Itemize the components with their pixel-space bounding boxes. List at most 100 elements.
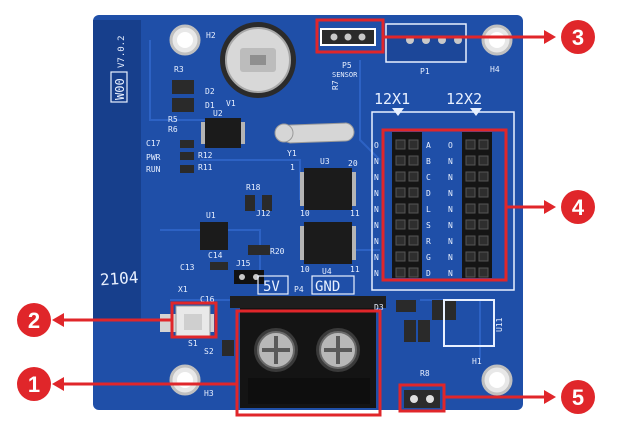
pin-letter-12x1-2: C bbox=[426, 173, 431, 182]
r12-label: R12 bbox=[198, 151, 213, 160]
conn-12x2-label: 12X2 bbox=[446, 90, 482, 108]
callout-arrow-2 bbox=[52, 313, 172, 327]
label-5v-box bbox=[257, 275, 289, 295]
version-label: V7.0.2 bbox=[117, 35, 127, 68]
model-label: W00 bbox=[113, 78, 127, 100]
header-pin bbox=[478, 267, 489, 278]
antenna-strip bbox=[93, 20, 141, 320]
header-pin bbox=[395, 267, 406, 278]
connector-p1 bbox=[385, 23, 467, 63]
header-pin bbox=[395, 251, 406, 262]
header-pin bbox=[395, 203, 406, 214]
r11-label: R11 bbox=[198, 163, 213, 172]
header-pin bbox=[395, 219, 406, 230]
crystal-end bbox=[274, 123, 294, 143]
pin-side-12x1-0: O bbox=[374, 141, 379, 150]
header-pin bbox=[408, 139, 419, 150]
mount-hole-h3-inner bbox=[177, 372, 193, 388]
callout-arrow-5 bbox=[444, 390, 556, 404]
callout-number-5: 5 bbox=[572, 385, 584, 410]
r7-label: R7 bbox=[331, 80, 340, 90]
header-pin bbox=[478, 203, 489, 214]
u3-label: U3 bbox=[320, 157, 330, 166]
pin-letter-12x1-4: L bbox=[426, 205, 431, 214]
header-pin bbox=[395, 155, 406, 166]
u11-label: U11 bbox=[495, 317, 504, 332]
battery-holder bbox=[220, 22, 296, 98]
callout-arrow-1 bbox=[52, 377, 237, 391]
arrow-12x1-icon bbox=[392, 108, 404, 116]
pin-side-12x1-8: N bbox=[374, 269, 379, 278]
u2-label: U2 bbox=[213, 109, 223, 118]
header-pin bbox=[408, 203, 419, 214]
pin-letter-12x2-7: N bbox=[448, 253, 453, 262]
v1-label: V1 bbox=[226, 99, 236, 108]
header-pin bbox=[465, 235, 476, 246]
callout-box-1 bbox=[235, 309, 382, 417]
integrated-circuits bbox=[200, 118, 356, 264]
c14-label: C14 bbox=[208, 251, 223, 260]
terminal-screws bbox=[254, 328, 360, 372]
r20-label: R20 bbox=[270, 247, 285, 256]
header-pin bbox=[478, 139, 489, 150]
header-pin bbox=[408, 219, 419, 230]
pin-letter-12x1-5: S bbox=[426, 221, 431, 230]
callout-badge-3: 3 bbox=[561, 20, 595, 54]
header-pin bbox=[395, 187, 406, 198]
header-pin bbox=[408, 267, 419, 278]
r18-label: R18 bbox=[246, 183, 261, 192]
pin-letter-12x1-0: A bbox=[426, 141, 431, 150]
hub-outline bbox=[371, 111, 515, 291]
callout-badge-4: 4 bbox=[561, 190, 595, 224]
pin-letter-12x1-8: D bbox=[426, 269, 431, 278]
header-pin bbox=[408, 155, 419, 166]
header-pin bbox=[408, 235, 419, 246]
u4-pin11-label: 11 bbox=[350, 265, 360, 274]
sensor-header-p5 bbox=[320, 28, 376, 46]
callout-badge-5: 5 bbox=[561, 380, 595, 414]
h3-label: H3 bbox=[204, 389, 214, 398]
callout-arrows bbox=[52, 30, 556, 404]
callout-badge-2: 2 bbox=[17, 303, 51, 337]
pin-letter-12x1-3: D bbox=[426, 189, 431, 198]
callout-badge-1: 1 bbox=[17, 367, 51, 401]
smd-components bbox=[172, 80, 456, 356]
terminal-top bbox=[230, 296, 386, 308]
header-pin bbox=[478, 155, 489, 166]
u1-label: U1 bbox=[206, 211, 216, 220]
c13-label: C13 bbox=[180, 263, 195, 272]
header-pin bbox=[478, 171, 489, 182]
ic-u4 bbox=[304, 222, 352, 264]
pin-side-12x1-1: N bbox=[374, 157, 379, 166]
sensor-label: SENSOR bbox=[332, 71, 358, 79]
crystal-y1 bbox=[274, 122, 355, 144]
header-pins bbox=[395, 139, 489, 278]
pin-side-12x1-7: N bbox=[374, 253, 379, 262]
p1-label: P1 bbox=[420, 67, 430, 76]
u3-pin10-label: 10 bbox=[300, 209, 310, 218]
header-r8 bbox=[404, 390, 440, 408]
pin-letter-12x2-4: N bbox=[448, 205, 453, 214]
header-pin bbox=[465, 219, 476, 230]
pin-letter-12x2-5: N bbox=[448, 221, 453, 230]
header-j15 bbox=[234, 270, 264, 284]
callout-number-4: 4 bbox=[572, 195, 585, 220]
ic-u2 bbox=[205, 118, 241, 148]
pin-side-12x1-2: N bbox=[374, 173, 379, 182]
header-pin bbox=[465, 155, 476, 166]
power-5v-label: 5V bbox=[263, 279, 280, 295]
header-pin bbox=[395, 171, 406, 182]
silkscreen: W00 V7.0.2 2104 12X1 12X2 5V P4 GND P5 S… bbox=[99, 31, 504, 398]
y1-label: Y1 bbox=[287, 149, 297, 158]
pin-letter-12x2-1: N bbox=[448, 157, 453, 166]
u4-pin10-label: 10 bbox=[300, 265, 310, 274]
callout-badges: 1 2 3 4 5 bbox=[17, 20, 595, 414]
power-gnd-label: GND bbox=[315, 279, 340, 295]
date-code: 2104 bbox=[99, 268, 139, 290]
ic-u1 bbox=[200, 222, 228, 250]
mount-hole-top-right-inner bbox=[489, 32, 505, 48]
pin-letter-12x2-2: N bbox=[448, 173, 453, 182]
